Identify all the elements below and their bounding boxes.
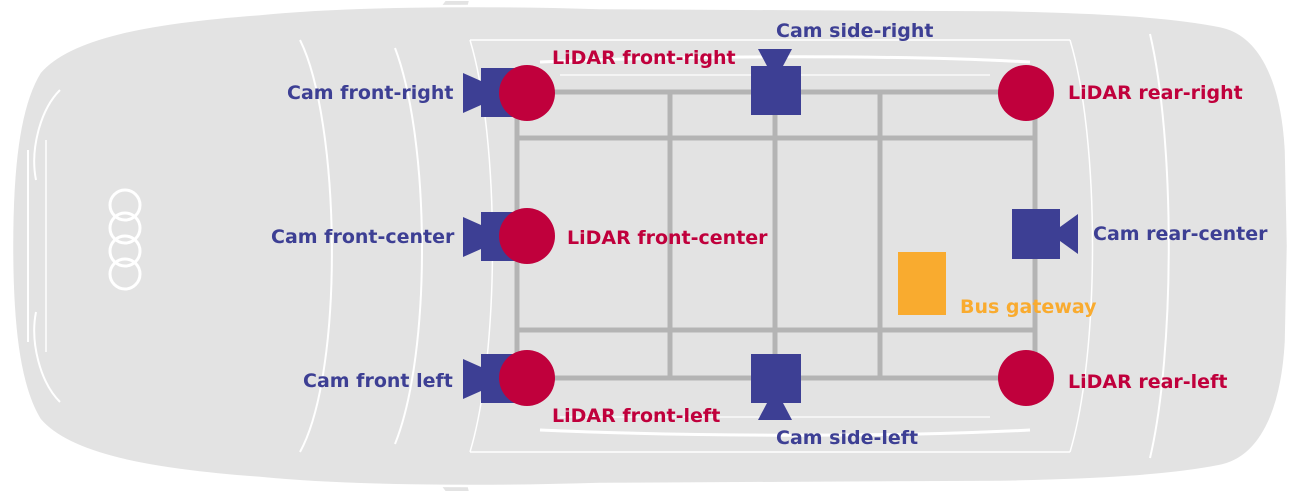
four-rings-logo-icon: [108, 188, 142, 291]
cam-side-right-label: Cam side-right: [776, 20, 934, 42]
cam-front-left-label: Cam front left: [303, 370, 453, 392]
lidar-rear-right-label: LiDAR rear-right: [1068, 82, 1243, 104]
camera-side-left: [751, 354, 801, 420]
bus-gateway-box: [898, 252, 946, 315]
camera-side-right: [751, 49, 801, 115]
lidar-front-left-label: LiDAR front-left: [552, 405, 721, 427]
cam-front-center-label: Cam front-center: [271, 226, 455, 248]
bus-gateway-label: Bus gateway: [960, 296, 1097, 318]
cam-rear-center-label: Cam rear-center: [1093, 223, 1268, 245]
lidar-front-center: [499, 208, 555, 264]
lidar-front-left: [499, 350, 555, 406]
lidar-rear-left-label: LiDAR rear-left: [1068, 371, 1228, 393]
lidar-rear-right: [998, 65, 1054, 121]
camera-rear-center: [1012, 209, 1078, 259]
cam-front-right-label: Cam front-right: [287, 82, 454, 104]
lidar-rear-left: [998, 350, 1054, 406]
lidar-front-right-label: LiDAR front-right: [552, 47, 736, 69]
cam-side-left-label: Cam side-left: [776, 427, 919, 449]
lidar-front-right: [499, 65, 555, 121]
lidar-front-center-label: LiDAR front-center: [567, 227, 768, 249]
car-silhouette: [10, 0, 1290, 492]
